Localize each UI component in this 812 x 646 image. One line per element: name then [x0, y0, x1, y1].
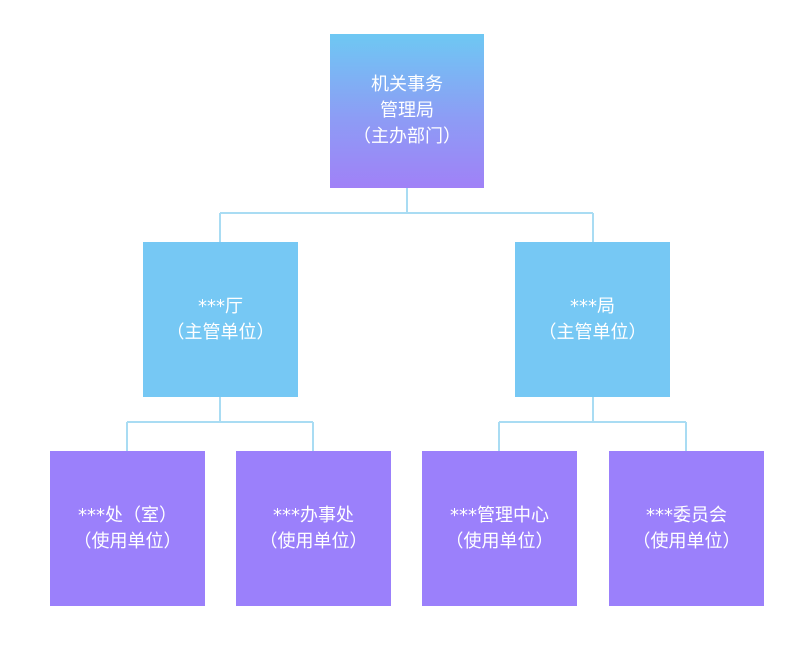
node-ting-line-2: （主管单位） — [166, 321, 275, 343]
root-node-line-3: （主办部门） — [353, 126, 461, 147]
root-node-line-1: 机关事务 — [371, 74, 443, 95]
node-zhongxin-line-2: （使用单位） — [445, 530, 554, 552]
node-banshichu-line-1: ***办事处 — [273, 504, 354, 526]
root-node-office-affairs-bureau: 机关事务 管理局 （主办部门） — [330, 34, 484, 188]
node-weiyuanhui-line-2: （使用单位） — [632, 530, 741, 552]
root-node-line-2: 管理局 — [380, 100, 434, 121]
node-zhongxin-line-1: ***管理中心 — [450, 504, 549, 526]
node-weiyuanhui-line-1: ***委员会 — [646, 504, 727, 526]
node-weiyuanhui-using-unit: ***委员会 （使用单位） — [609, 451, 764, 606]
node-banshichu-line-2: （使用单位） — [259, 530, 368, 552]
node-ju-line-2: （主管单位） — [538, 321, 647, 343]
node-zhongxin-using-unit: ***管理中心 （使用单位） — [422, 451, 577, 606]
node-chu-line-2: （使用单位） — [73, 530, 182, 552]
node-ju-line-1: ***局 — [570, 295, 615, 317]
node-ting-supervising-unit: ***厅 （主管单位） — [143, 242, 298, 397]
node-chu-line-1: ***处（室） — [78, 504, 177, 526]
node-chu-using-unit: ***处（室） （使用单位） — [50, 451, 205, 606]
node-ju-supervising-unit: ***局 （主管单位） — [515, 242, 670, 397]
node-banshichu-using-unit: ***办事处 （使用单位） — [236, 451, 391, 606]
node-ting-line-1: ***厅 — [198, 295, 243, 317]
